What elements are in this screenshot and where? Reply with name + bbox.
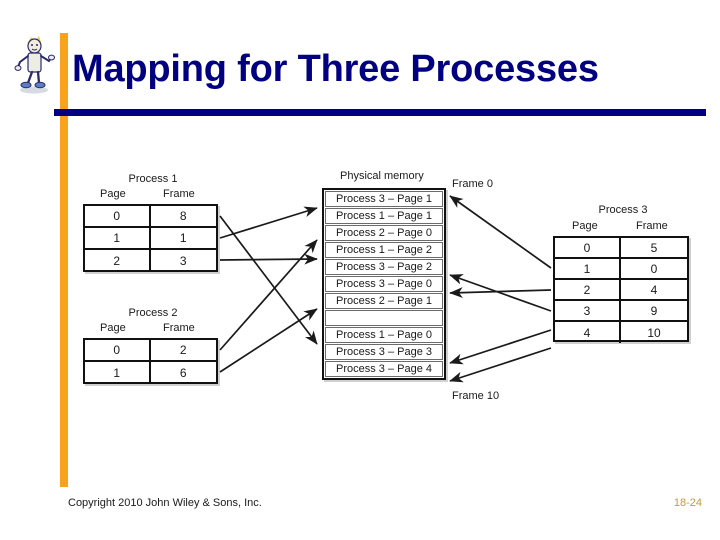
process-2-header-page: Page (100, 322, 126, 334)
process-3-page-table: 0 5 1 0 2 4 3 9 4 10 (553, 236, 689, 343)
cell-frame: 6 (179, 366, 187, 380)
cell-page: 1 (555, 259, 621, 278)
memory-frame-row: Process 2 – Page 0 (325, 225, 443, 241)
table-row: 4 10 (555, 322, 687, 343)
cell-page: 2 (85, 250, 151, 272)
cell-frame: 1 (179, 231, 187, 245)
process-1-header-page: Page (100, 188, 126, 200)
memory-frame-row-empty (325, 310, 443, 326)
table-row: 2 4 (555, 280, 687, 301)
title-divider (54, 109, 706, 116)
memory-frame-row: Process 3 – Page 1 (325, 191, 443, 207)
memory-frame-row: Process 2 – Page 1 (325, 293, 443, 309)
table-row: 0 5 (555, 238, 687, 259)
process-2-page-table: 0 2 1 6 (83, 338, 218, 384)
cell-frame: 9 (650, 303, 658, 318)
cell-frame: 0 (650, 261, 658, 276)
table-row: 1 6 (85, 362, 216, 384)
physical-memory-label: Physical memory (340, 170, 424, 182)
slide-number: 18-24 (673, 497, 702, 509)
table-row: 1 1 (85, 228, 216, 250)
process-3-header-page: Page (572, 220, 598, 232)
cell-page: 1 (85, 362, 151, 384)
memory-frame-row: Process 1 – Page 0 (325, 327, 443, 343)
process-3-table-title: Process 3 (598, 204, 648, 216)
process-1-table-title: Process 1 (128, 173, 178, 185)
memory-frame-row: Process 3 – Page 4 (325, 361, 443, 377)
cartoon-person-clipart (14, 33, 58, 95)
memory-frame-row: Process 3 – Page 0 (325, 276, 443, 292)
cell-frame: 2 (179, 343, 187, 357)
cell-page: 1 (85, 228, 151, 248)
cell-page: 0 (85, 206, 151, 226)
table-row: 1 0 (555, 259, 687, 280)
process-2-header-frame: Frame (163, 322, 195, 334)
frame-10-label: Frame 10 (452, 390, 500, 402)
cell-page: 0 (85, 340, 151, 360)
cell-page: 3 (555, 301, 621, 320)
memory-frame-row: Process 3 – Page 3 (325, 344, 443, 360)
table-row: 2 3 (85, 250, 216, 272)
table-row: 3 9 (555, 301, 687, 322)
cell-frame: 10 (647, 325, 661, 340)
cell-frame: 5 (650, 240, 658, 255)
memory-frame-row: Process 3 – Page 2 (325, 259, 443, 275)
cell-page: 2 (555, 280, 621, 299)
frame-0-label: Frame 0 (452, 178, 493, 190)
process-1-page-table: 0 8 1 1 2 3 (83, 204, 218, 272)
process-1-header-frame: Frame (163, 188, 195, 200)
cell-frame: 3 (179, 254, 187, 268)
process-2-table-title: Process 2 (128, 307, 178, 319)
page-title: Mapping for Three Processes (72, 48, 599, 90)
physical-memory-frames: Process 3 – Page 1 Process 1 – Page 1 Pr… (322, 188, 446, 380)
cell-page: 4 (555, 322, 621, 343)
cell-frame: 4 (650, 282, 658, 297)
cell-frame: 8 (179, 209, 187, 223)
memory-frame-row: Process 1 – Page 2 (325, 242, 443, 258)
memory-frame-row: Process 1 – Page 1 (325, 208, 443, 224)
cell-page: 0 (555, 238, 621, 257)
accent-bar (60, 33, 68, 487)
footer-copyright: Copyright 2010 John Wiley & Sons, Inc. (68, 497, 262, 509)
table-row: 0 2 (85, 340, 216, 362)
table-row: 0 8 (85, 206, 216, 228)
process-3-header-frame: Frame (636, 220, 668, 232)
